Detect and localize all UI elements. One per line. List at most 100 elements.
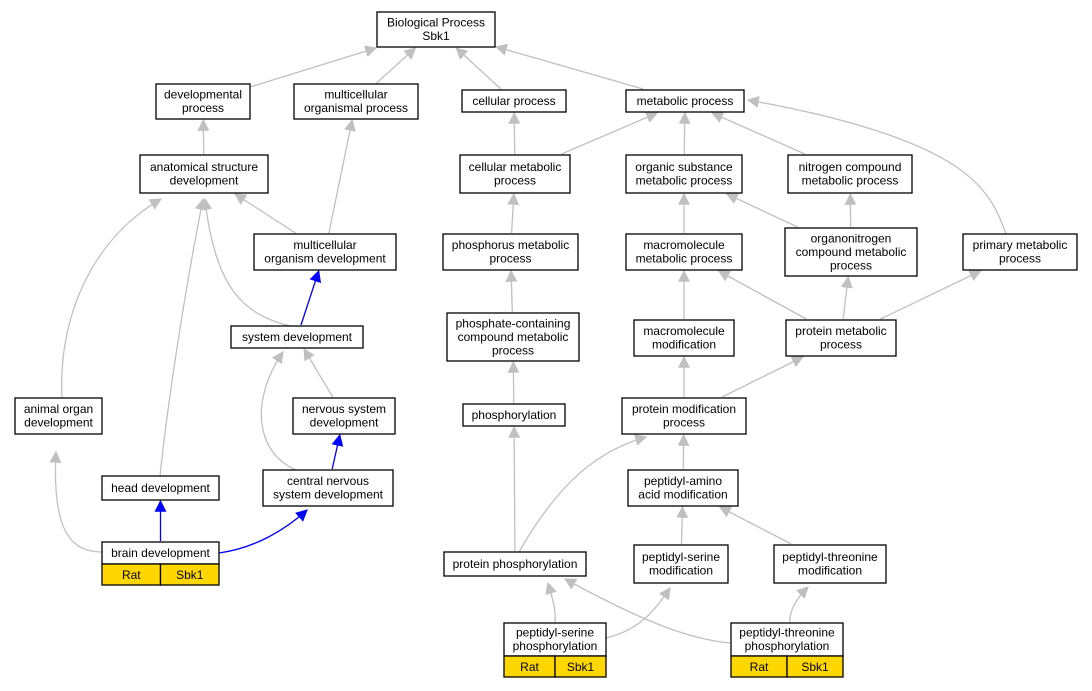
node-box [376,11,496,48]
node-box [503,622,607,657]
node-phosphorylation[interactable]: phosphorylation [462,403,566,427]
tag-rat: Rat [101,563,162,586]
edge-sys_dev-to-multi_dev [300,269,322,326]
node-sys-dev[interactable]: system development [230,325,364,349]
edge-pep_thr_phos-to-prot_phos [563,578,732,644]
edge-phosphorylation-to-phosphate [507,360,520,404]
node-label: anatomical structure [150,160,258,174]
node-label: organismal process [304,101,408,115]
node-label: process [494,174,536,188]
node-label: development [170,174,239,188]
tag-label: Sbk1 [567,660,595,674]
node-label: protein modification [632,402,736,416]
node-label: macromolecule [643,324,725,338]
node-label: Biological Process [387,16,485,30]
node-cell-proc[interactable]: cellular process [461,89,567,113]
node-label: process [820,338,862,352]
node-label: peptidyl-threonine [739,626,835,640]
tag-rat: Rat [730,655,788,678]
node-label: cellular metabolic [469,160,562,174]
node-box [139,154,269,194]
node-label: organonitrogen [811,231,892,245]
node-prot-phos[interactable]: protein phosphorylation [443,551,587,577]
node-met-proc[interactable]: metabolic process [625,89,745,113]
edge-pep_ser_phos-to-prot_phos [545,581,557,624]
node-label: system development [242,330,353,344]
node-box [625,89,745,113]
node-box [625,154,743,194]
node-label: nervous system [302,402,386,416]
edge-animal_organ-to-anat_dev [61,198,163,399]
node-label: modification [652,338,716,352]
edge-phosphate-to-phos_met [505,269,518,313]
node-label: modification [649,564,713,578]
node-label: process [492,343,534,357]
node-label: Sbk1 [422,29,450,43]
node-label: central nervous [287,474,369,488]
edge-multi_dev-to-multi_org_proc [328,118,356,234]
node-label: process [663,416,705,430]
node-label: phosphorylation [745,639,830,653]
node-label: metabolic process [636,252,733,266]
tag-label: Sbk1 [801,660,829,674]
node-head-dev[interactable]: head development [101,475,220,501]
tag-label: Rat [520,660,539,674]
node-box [14,397,103,435]
edge-organonitro-to-org_sub [725,193,798,228]
node-label: phosphorylation [513,639,598,653]
node-box [446,312,580,362]
node-label: peptidyl-threonine [782,550,878,564]
node-label: acid modification [638,488,727,502]
edge-sys_dev-to-anat_dev [200,197,291,327]
node-label: organic substance [635,160,733,174]
node-box [461,89,567,113]
node-label: system development [273,488,384,502]
edge-head_dev-to-anat_dev [159,197,207,477]
node-box [730,622,844,657]
node-label: protein metabolic [795,324,886,338]
tag-sbk1: Sbk1 [159,563,220,586]
node-box [230,325,364,349]
node-layer: Biological ProcessSbk1developmentalproce… [14,11,1078,678]
node-label: developmental [164,88,242,102]
node-label: development [310,416,379,430]
edge-dev_proc-to-root [250,45,378,88]
node-label: organism development [264,252,386,266]
node-label: brain development [111,546,210,560]
node-box [442,233,579,271]
edge-nitro-to-met_proc [711,111,806,155]
node-box [787,154,913,194]
node-box [459,154,571,194]
node-label: peptidyl-serine [642,550,720,564]
node-box [262,469,394,507]
edge-cns_dev-to-nerv_sys [331,433,344,470]
edge-prot_phos-to-prot_mod [518,434,648,553]
node-label: primary metabolic [973,238,1068,252]
